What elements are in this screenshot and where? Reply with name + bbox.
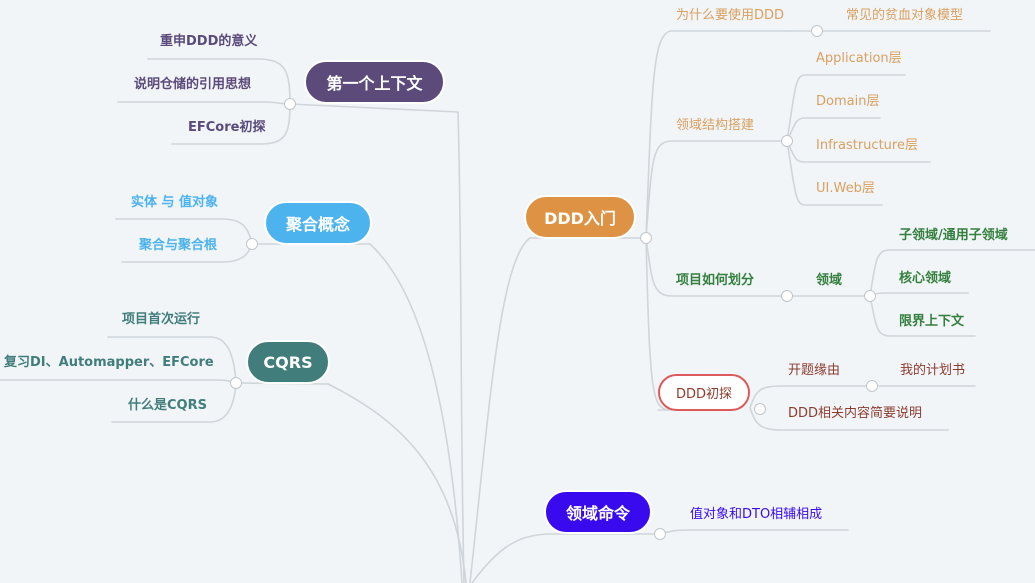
aggregate-item-1[interactable]: 实体 与 值对象 (131, 195, 219, 210)
branch-line-cqrs (327, 383, 467, 583)
collapse-toggle-context[interactable] (284, 98, 296, 110)
collapse-toggle-aggregate[interactable] (246, 238, 258, 250)
layer-application[interactable]: Application层 (816, 51, 902, 66)
branch-line-context (457, 111, 465, 583)
bounded-context-item[interactable]: 限界上下文 (899, 314, 965, 329)
value-object-dto-label[interactable]: 值对象和DTO相辅相成 (690, 507, 823, 522)
collapse-toggle-structure[interactable] (781, 135, 793, 147)
node-ddd-intro[interactable]: DDD入门 (524, 195, 636, 239)
anemic-model-label[interactable]: 常见的贫血对象模型 (846, 8, 964, 23)
node-cqrs-label: CQRS (263, 352, 313, 372)
plan-label[interactable]: 我的计划书 (900, 363, 966, 378)
branch-line-command (471, 533, 549, 583)
reason-label[interactable]: 开题缘由 (788, 363, 841, 378)
collapse-toggle-division[interactable] (781, 290, 793, 302)
node-ddd-intro-label: DDD入门 (544, 209, 616, 228)
domain-label[interactable]: 领域 (816, 273, 843, 288)
node-domain-command[interactable]: 领域命令 (544, 490, 652, 534)
collapse-toggle-domain[interactable] (864, 290, 876, 302)
aggregate-item-2[interactable]: 聚合与聚合根 (139, 238, 218, 253)
collapse-toggle-cqrs[interactable] (230, 377, 242, 389)
layer-ui-web[interactable]: UI.Web层 (816, 181, 875, 196)
node-domain-command-label: 领域命令 (565, 504, 630, 523)
collapse-toggle-command[interactable] (654, 528, 666, 540)
cqrs-item-1[interactable]: 项目首次运行 (122, 312, 201, 327)
collapse-toggle-explore[interactable] (754, 403, 766, 415)
context-item-1[interactable]: 重申DDD的意义 (160, 34, 258, 49)
branch-line-ddd (469, 237, 531, 583)
node-aggregate-label: 聚合概念 (285, 215, 350, 234)
subdomain-item[interactable]: 子领域/通用子领域 (899, 228, 1008, 243)
branch-line-aggregate (369, 243, 463, 583)
node-first-context[interactable]: 第一个上下文 (304, 60, 445, 104)
ddd-desc-label[interactable]: DDD相关内容简要说明 (788, 406, 923, 421)
context-item-3[interactable]: EFCore初探 (188, 120, 266, 135)
structure-label[interactable]: 领域结构搭建 (676, 118, 755, 133)
node-ddd-explore[interactable]: DDD初探 (658, 374, 750, 411)
collapse-toggle-reason[interactable] (866, 380, 878, 392)
layer-domain[interactable]: Domain层 (816, 94, 880, 109)
core-domain-item[interactable]: 核心领域 (899, 271, 952, 286)
node-cqrs[interactable]: CQRS (246, 340, 330, 384)
cqrs-item-3[interactable]: 什么是CQRS (128, 398, 207, 413)
collapse-toggle-ddd[interactable] (640, 232, 652, 244)
collapse-toggle-why[interactable] (811, 25, 823, 37)
division-label[interactable]: 项目如何划分 (676, 273, 755, 288)
node-aggregate[interactable]: 聚合概念 (264, 201, 372, 245)
node-ddd-explore-label: DDD初探 (675, 387, 733, 402)
why-ddd-label[interactable]: 为什么要使用DDD (676, 8, 785, 23)
context-item-2[interactable]: 说明仓储的引用思想 (134, 77, 252, 92)
node-first-context-label: 第一个上下文 (326, 74, 423, 93)
layer-infrastructure[interactable]: Infrastructure层 (816, 138, 918, 153)
cqrs-item-2[interactable]: 复习DI、Automapper、EFCore (4, 355, 214, 370)
